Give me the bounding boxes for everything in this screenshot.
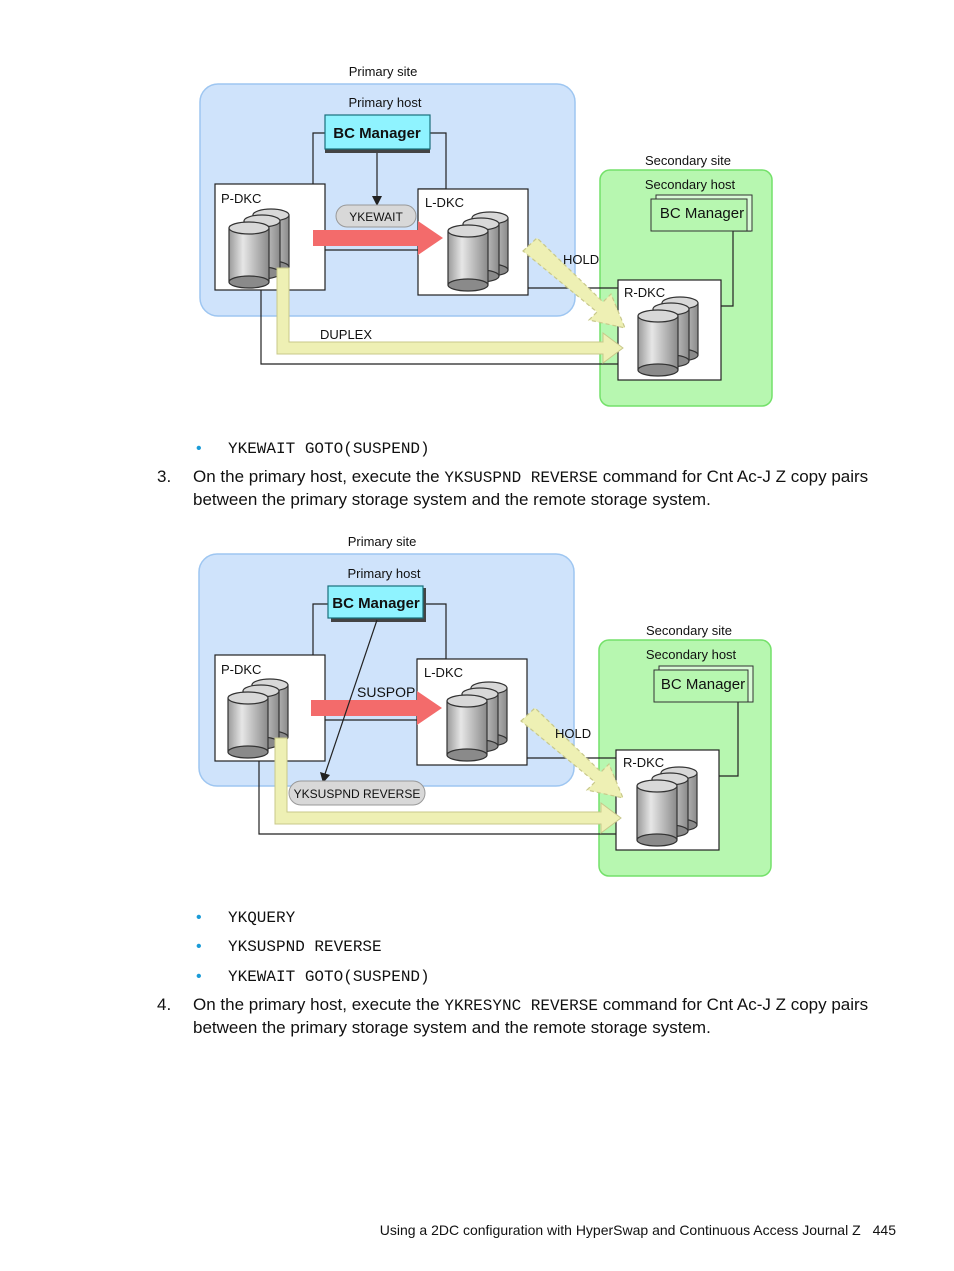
bc-manager-primary-label: BC Manager [332,595,420,612]
primary-site-label: Primary site [348,534,417,549]
pdkc-label: P-DKC [221,662,261,677]
duplex-arrow-icon [276,267,624,364]
list-item-code: YKQUERY [228,909,296,927]
bullet-icon: • [196,938,202,955]
pdkc-label: P-DKC [221,191,261,206]
copy-arrow-icon [313,221,443,255]
page-number: 445 [872,1222,896,1238]
bc-manager-secondary-label: BC Manager [660,205,744,222]
hold-label: HOLD [563,252,599,267]
step-text: On the primary host, execute the YKSUSPN… [193,466,893,511]
bc-manager-secondary-box [650,198,748,232]
step-text-prefix: On the primary host, execute the [193,995,445,1014]
figure-ykewait: Primary site Primary host Secondary site… [193,58,776,410]
copy-arrow-icon [311,691,442,725]
bc-manager-primary-box [327,585,424,619]
hold-arrow-icon [522,237,626,329]
step-command: YKRESYNC REVERSE [444,997,598,1015]
bullet-icon: • [196,440,202,457]
primary-host-label: Primary host [349,95,422,110]
command-bubble [335,204,417,228]
hold-arrow-icon [520,707,624,799]
command-bubble-label: YKSUSPND REVERSE [294,787,421,801]
page-footer: Using a 2DC configuration with HyperSwap… [380,1222,896,1238]
ldkc-label: L-DKC [425,195,464,210]
primary-site-label: Primary site [349,64,418,79]
footer-title: Using a 2DC configuration with HyperSwap… [379,1222,861,1238]
list-item-code: YKSUSPND REVERSE [228,938,382,956]
step-text: On the primary host, execute the YKRESYN… [193,994,893,1039]
bullet-icon: • [196,909,202,926]
command-bubble-label: YKEWAIT [349,210,403,224]
duplex-label: DUPLEX [320,327,372,342]
step-command: YKSUSPND REVERSE [444,469,598,487]
step-text-suffix: command for Cnt Ac-J Z copy pairs betwee… [193,995,869,1037]
list-item-code: YKEWAIT GOTO(SUSPEND) [228,440,430,458]
rdkc-label: R-DKC [624,285,665,300]
step-number: 4. [157,995,172,1014]
bc-manager-secondary-box [653,669,749,703]
figure-yksuspnd-reverse: Primary site Primary host Secondary site… [193,528,776,880]
rdkc-label: R-DKC [623,755,664,770]
secondary-host-label: Secondary host [645,177,736,192]
list-item-code: YKEWAIT GOTO(SUSPEND) [228,968,430,986]
bc-manager-secondary-label: BC Manager [661,676,745,693]
secondary-site-label: Secondary site [645,153,731,168]
ldkc-label: L-DKC [424,665,463,680]
bc-manager-primary-label: BC Manager [333,125,421,142]
hold-label: HOLD [555,726,591,741]
suspop-label: SUSPOP [357,684,415,700]
secondary-host-label: Secondary host [646,647,737,662]
command-bubble [288,780,426,806]
bullet-icon: • [196,968,202,985]
duplex-arrow-icon [274,737,622,834]
bc-manager-primary-box [324,114,431,150]
step-text-suffix: command for Cnt Ac-J Z copy pairs betwee… [193,467,869,509]
primary-host-label: Primary host [348,566,421,581]
step-number: 3. [157,467,172,486]
secondary-site-label: Secondary site [646,623,732,638]
step-text-prefix: On the primary host, execute the [193,467,445,486]
